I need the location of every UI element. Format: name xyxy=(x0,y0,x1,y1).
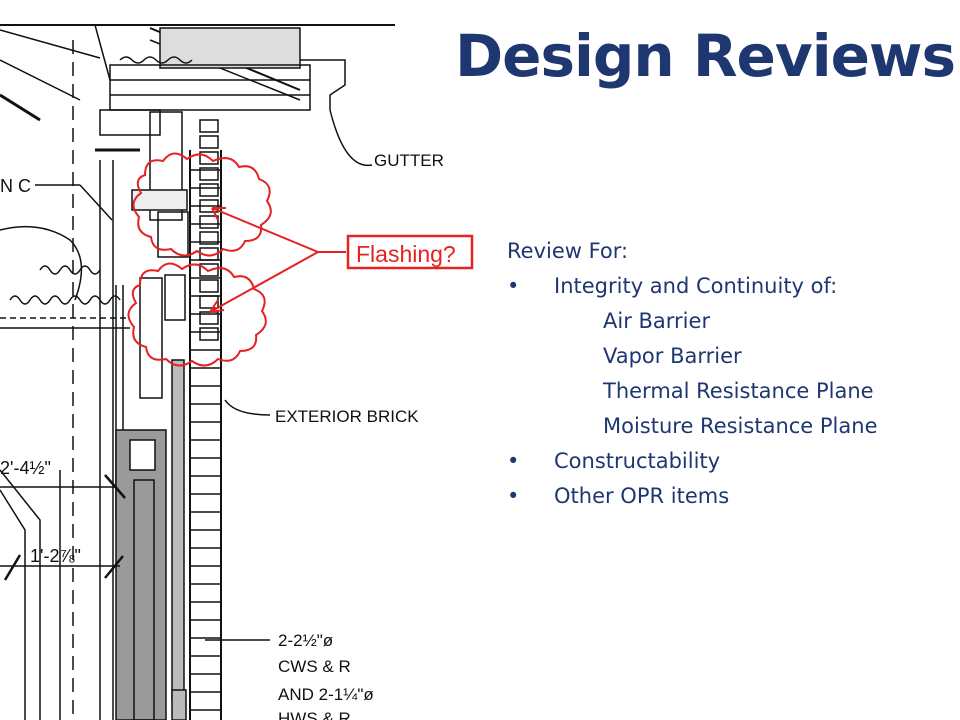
drawing-label-pipe4: HWS & R xyxy=(278,709,351,720)
brick-unit xyxy=(199,151,219,165)
subitem-text: Thermal Resistance Plane xyxy=(603,379,874,403)
bullet-text: Integrity and Continuity of: xyxy=(554,274,838,298)
bullet-glyph: • xyxy=(507,484,520,508)
drawing-label-exterior-brick: EXTERIOR BRICK xyxy=(275,407,419,426)
list-subitem: Vapor Barrier xyxy=(507,339,947,374)
list-subitem: Moisture Resistance Plane xyxy=(507,409,947,444)
drawing-label-gutter: GUTTER xyxy=(374,151,444,170)
drawing-label-pipe2: CWS & R xyxy=(278,657,351,676)
brick-unit xyxy=(199,199,219,213)
brick-unit xyxy=(199,119,219,133)
brick-unit xyxy=(199,167,219,181)
drawing-label-dim1: 2'-4½" xyxy=(0,458,51,478)
brick-unit xyxy=(199,231,219,245)
drawing-label-centerline: N C xyxy=(0,176,31,196)
bullet-glyph: • xyxy=(507,449,520,473)
brick-unit xyxy=(199,311,219,325)
list-item: • Integrity and Continuity of: xyxy=(507,269,947,304)
slide-title: Design Reviews xyxy=(455,22,956,90)
review-heading: Review For: xyxy=(507,234,947,269)
review-list: Review For: • Integrity and Continuity o… xyxy=(507,234,947,514)
brick-unit xyxy=(199,183,219,197)
subitem-text: Moisture Resistance Plane xyxy=(603,414,878,438)
bullet-text: Other OPR items xyxy=(554,484,730,508)
brick-unit xyxy=(199,135,219,149)
subitem-text: Vapor Barrier xyxy=(603,344,742,368)
list-subitem: Thermal Resistance Plane xyxy=(507,374,947,409)
drawing-label-dim2: 1'-2⅞" xyxy=(30,546,81,566)
brick-unit xyxy=(199,263,219,277)
subitem-text: Air Barrier xyxy=(603,309,711,333)
brick-unit xyxy=(199,295,219,309)
brick-unit xyxy=(199,279,219,293)
bullet-text: Constructability xyxy=(554,449,721,473)
list-subitem: Air Barrier xyxy=(507,304,947,339)
list-item: • Constructability xyxy=(507,444,947,479)
bullet-glyph: • xyxy=(507,274,520,298)
drawing-label-pipe1: 2-2½"ø xyxy=(278,631,333,650)
brick-unit xyxy=(199,215,219,229)
flashing-callout: Flashing? xyxy=(356,241,456,267)
review-heading-text: Review For: xyxy=(507,239,629,263)
drawing-label-pipe3: AND 2-1¼"ø xyxy=(278,685,374,704)
list-item: • Other OPR items xyxy=(507,479,947,514)
brick-unit xyxy=(199,327,219,341)
